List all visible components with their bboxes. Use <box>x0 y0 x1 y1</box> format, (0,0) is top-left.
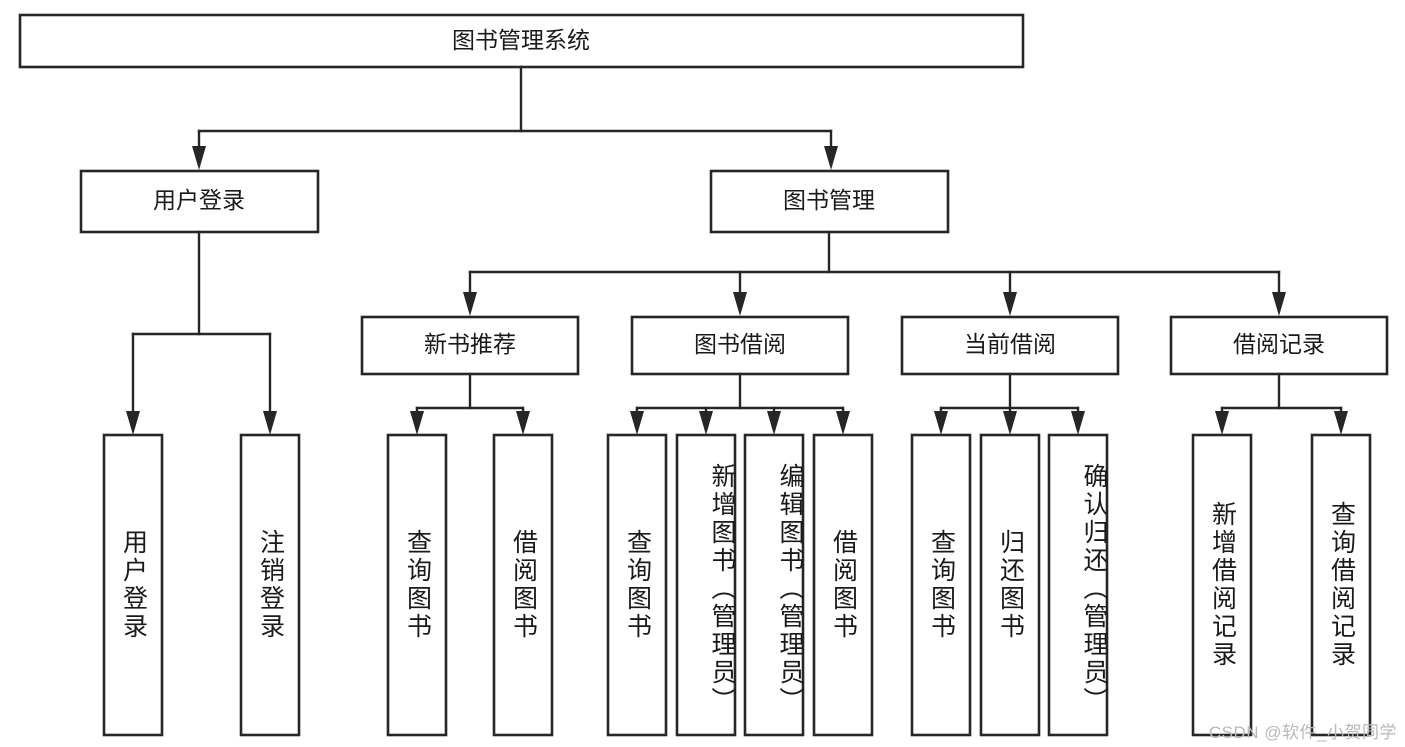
leaf-box-edit-book[interactable] <box>743 433 805 737</box>
node-current-borrow-box[interactable] <box>900 315 1120 376</box>
node-new-book-recommend-label: 新书推荐 <box>424 331 516 357</box>
leaf-box-confirm-return[interactable] <box>1047 433 1109 737</box>
node-user-login-label: 用户登录 <box>153 187 245 213</box>
leaf-box-query-record[interactable] <box>1310 433 1372 737</box>
arrow-to-new-book-recommend <box>463 292 477 316</box>
arrow-to-user-login <box>192 146 206 170</box>
arrow-to-current-borrow <box>1003 292 1017 316</box>
leaf-box-query-book-1[interactable] <box>386 433 448 737</box>
arrow-to-leaf-confirm-return <box>1071 411 1085 435</box>
node-new-book-recommend[interactable]: 新书推荐 <box>360 315 580 376</box>
node-book-borrow[interactable]: 图书借阅 <box>630 315 850 376</box>
node-root[interactable]: 图书管理系统 <box>18 13 1025 69</box>
arrow-to-leaf-edit-book <box>767 411 781 435</box>
leaf-box-user-login[interactable] <box>102 433 164 737</box>
arrow-to-borrow-record <box>1272 292 1286 316</box>
node-book-management-label: 图书管理 <box>783 187 875 213</box>
leaf-box-borrow-book-2[interactable] <box>812 433 874 737</box>
node-book-management[interactable]: 图书管理 <box>709 169 950 234</box>
leaf-box-query-book-3[interactable] <box>910 433 972 737</box>
leaf-box-add-record[interactable] <box>1191 433 1253 737</box>
arrow-to-leaf-add-book <box>699 411 713 435</box>
arrow-to-leaf-query-book-2 <box>630 411 644 435</box>
node-new-book-recommend-box[interactable] <box>360 315 580 376</box>
node-user-login-box[interactable] <box>79 169 320 234</box>
leaf-box-borrow-book-1[interactable] <box>492 433 554 737</box>
arrow-to-leaf-return-book <box>1003 411 1017 435</box>
node-book-borrow-label: 图书借阅 <box>694 331 786 357</box>
arrow-to-leaf-query-record <box>1334 411 1348 435</box>
node-current-borrow-label: 当前借阅 <box>964 331 1056 357</box>
node-root-box[interactable] <box>18 13 1025 69</box>
leaf-box-query-book-2[interactable] <box>606 433 668 737</box>
csdn-watermark: CSDN @软件_小贺同学 <box>1208 723 1397 742</box>
arrow-to-leaf-user-login <box>126 411 140 435</box>
node-user-login[interactable]: 用户登录 <box>79 169 320 234</box>
leaf-box-logout[interactable] <box>239 433 301 737</box>
leaf-box-add-book[interactable] <box>675 433 737 737</box>
leaf-box-return-book[interactable] <box>979 433 1041 737</box>
connector-bookmgmt-to-level3 <box>463 230 1286 316</box>
arrow-to-book-borrow <box>733 292 747 316</box>
node-borrow-record-label: 借阅记录 <box>1233 331 1325 357</box>
node-current-borrow[interactable]: 当前借阅 <box>900 315 1120 376</box>
connector-userlogin-to-leaves <box>126 230 277 435</box>
arrow-to-leaf-query-book-1 <box>410 411 424 435</box>
connector-newbook-to-leaves <box>410 372 530 435</box>
connector-borrowrecord-to-leaves <box>1215 372 1348 435</box>
arrow-to-leaf-borrow-book-1 <box>516 411 530 435</box>
arrow-to-leaf-logout <box>263 411 277 435</box>
node-borrow-record[interactable]: 借阅记录 <box>1169 315 1389 376</box>
arrow-to-leaf-add-record <box>1215 411 1229 435</box>
arrow-to-leaf-borrow-book-2 <box>836 411 850 435</box>
connector-bookborrow-to-leaves <box>630 372 850 435</box>
arrow-to-book-management <box>824 146 838 170</box>
connector-currentborrow-to-leaves <box>934 372 1085 435</box>
arrow-to-leaf-query-book-3 <box>934 411 948 435</box>
connector-root-to-level2 <box>192 65 838 170</box>
node-root-label: 图书管理系统 <box>452 27 590 53</box>
